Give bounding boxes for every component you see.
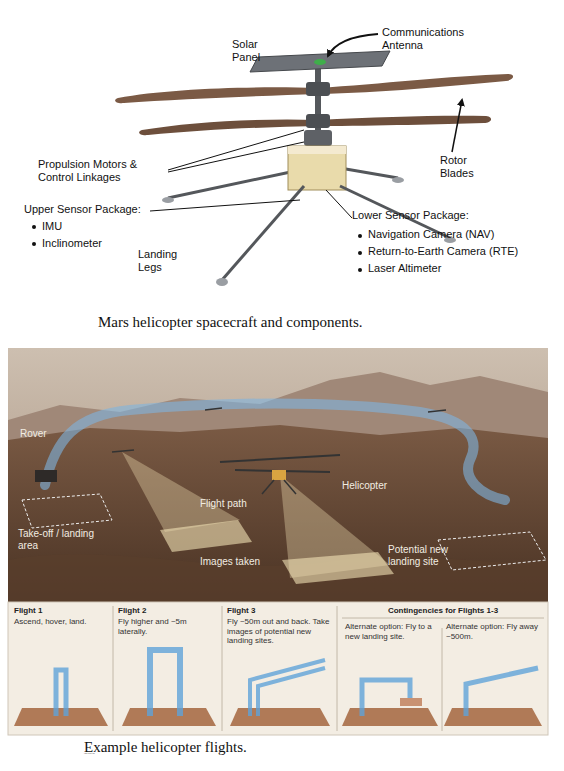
bullet <box>358 251 362 255</box>
foot <box>162 197 174 203</box>
ground <box>8 425 548 602</box>
part-label: Landing Legs <box>138 248 188 274</box>
mini-path <box>250 660 325 716</box>
panel-text: Alternate option: Fly to a new landing s… <box>345 622 437 641</box>
rotor-hub <box>306 82 330 96</box>
landing-leg <box>222 186 304 280</box>
mini-ground <box>342 708 438 726</box>
bullet <box>32 242 36 246</box>
scene-label: Take-off / landing area <box>18 528 108 552</box>
rotor-blade <box>318 116 491 126</box>
divider <box>113 606 114 731</box>
landing-leg <box>340 168 398 178</box>
scene-label: Potential new landing site <box>388 544 468 568</box>
small-helicopter <box>428 410 446 412</box>
panel-text: Ascend, hover, land. <box>14 617 109 627</box>
rotor-hub <box>306 114 330 128</box>
divider <box>442 628 443 731</box>
image-footprint <box>282 552 394 584</box>
leader-line <box>168 130 304 170</box>
scene-label: Helicopter <box>342 480 432 492</box>
helicopter-leg <box>284 480 296 494</box>
mini-ground <box>122 708 216 726</box>
group-label: Lower Sensor Package: <box>352 209 532 222</box>
scene-label: Images taken <box>200 556 290 568</box>
landscape <box>8 348 548 602</box>
list-item: Laser Altimeter <box>368 262 558 275</box>
leader-lines <box>150 34 462 218</box>
sky <box>8 348 548 602</box>
image-footprint <box>160 520 252 552</box>
rotor-blade <box>115 87 318 103</box>
group-label: Upper Sensor Package: <box>24 203 184 216</box>
landing-site <box>438 532 546 570</box>
figure-caption: Mars helicopter spacecraft and component… <box>98 313 498 331</box>
camera-cone <box>122 452 240 532</box>
flight-path <box>45 404 505 501</box>
divider <box>222 606 223 731</box>
small-helicopter <box>205 408 222 410</box>
body <box>288 146 346 190</box>
panel-heading: Flight 1 <box>14 606 109 616</box>
figure-caption: Example helicopter flights. <box>84 738 484 756</box>
antenna <box>314 59 326 65</box>
mini-path <box>466 668 538 716</box>
body-top <box>288 146 346 154</box>
flight-panels <box>8 602 548 735</box>
landing-area <box>22 494 112 528</box>
leader-line <box>326 190 352 218</box>
panel-heading: Flight 2 <box>118 606 218 616</box>
panel-text: Alternate option: Fly away ~500m. <box>446 622 541 641</box>
panel-background <box>8 602 548 735</box>
foot <box>216 278 228 286</box>
list-item: Return-to-Earth Camera (RTE) <box>368 245 558 258</box>
mountains <box>8 372 548 602</box>
panel-heading: Flight 3 <box>227 606 332 616</box>
figure-caption-hidden: Example helicopter flights. <box>84 753 484 754</box>
helicopter-leg <box>262 480 274 494</box>
list-item: Navigation Camera (NAV) <box>368 228 558 241</box>
landing-leg <box>168 170 300 198</box>
leader-line <box>168 142 304 172</box>
bullet <box>358 234 362 238</box>
ground-shade <box>8 554 548 602</box>
mini-path <box>56 670 66 716</box>
mini-ground <box>230 708 330 726</box>
divider <box>337 606 338 731</box>
rotor-blade <box>318 74 513 94</box>
motor <box>304 130 332 146</box>
mini-ground <box>444 708 542 726</box>
scene-label: Flight path <box>200 498 290 510</box>
leader-line <box>150 200 300 211</box>
list-item: IMU <box>42 220 162 233</box>
leader-arrow <box>452 100 462 152</box>
solar-panel <box>250 51 390 72</box>
rover <box>35 470 57 482</box>
mini-ground <box>14 708 108 726</box>
helicopter-body <box>272 470 286 480</box>
mini-path <box>150 650 180 716</box>
bullet <box>358 268 362 272</box>
rotor-blade <box>139 119 318 135</box>
part-label: Rotor Blades <box>440 154 490 180</box>
mini-site <box>400 698 422 706</box>
bullet <box>32 225 36 229</box>
panel-text: Fly ~50m out and back. Take images of po… <box>227 617 332 646</box>
divider <box>342 618 544 619</box>
small-helicopter <box>112 450 134 452</box>
part-label: Solar Panel <box>232 38 284 64</box>
panel-heading: Contingencies for Flights 1-3 <box>342 606 544 616</box>
part-label: Propulsion Motors & Control Linkages <box>38 158 168 184</box>
scene-label: Rover <box>20 428 80 440</box>
leader-arrow <box>328 34 378 56</box>
panel-text: Fly higher and ~5m laterally. <box>118 617 198 636</box>
part-label: Communications Antenna <box>382 26 492 52</box>
helicopter-rotor <box>220 455 340 462</box>
foot <box>392 177 404 183</box>
